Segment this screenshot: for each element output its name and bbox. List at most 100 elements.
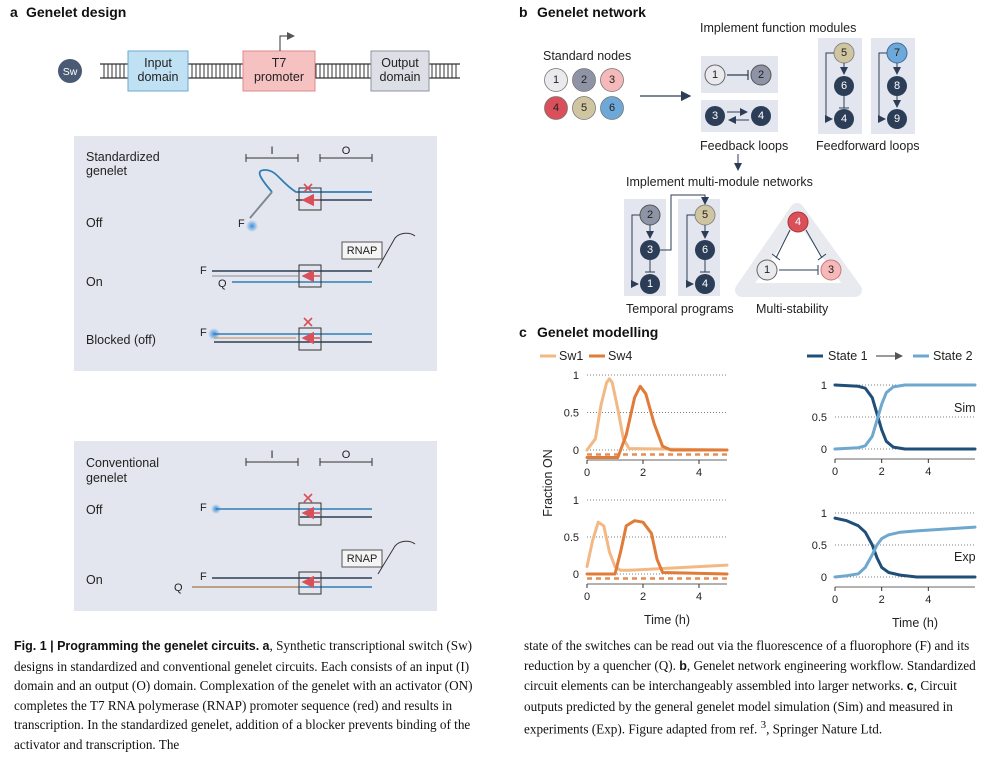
- x-tick-label: 0: [584, 591, 590, 603]
- panel-a-letter: a: [10, 4, 18, 20]
- conv-on-f: F: [200, 571, 207, 583]
- y-tick-label: 0.5: [812, 412, 827, 424]
- c-ylabel: Fraction ON: [541, 449, 555, 516]
- legend-sw1: Sw1: [559, 349, 583, 363]
- conv-transcript-icon: [377, 540, 416, 575]
- std-state-on: On: [86, 275, 103, 289]
- y-tick-label: 0: [573, 569, 579, 581]
- svg-text:6: 6: [702, 244, 708, 256]
- svg-text:3: 3: [828, 264, 834, 276]
- standard-nodes-label: Standard nodes: [543, 49, 631, 63]
- input-domain-label-2: domain: [138, 70, 179, 84]
- panel-c: c Genelet modelling Sw1 Sw4 State 1 Stat…: [519, 324, 977, 630]
- x-tick-label: 0: [832, 594, 838, 606]
- x-axis-label: Time (h): [644, 613, 690, 627]
- standard-node-6: [600, 96, 624, 120]
- standard-node-4: [544, 96, 568, 120]
- svg-text:4: 4: [702, 278, 708, 290]
- caption-right-text-4: , Springer Nature Ltd.: [766, 721, 883, 737]
- feedforward-loops-label: Feedforward loops: [816, 139, 920, 153]
- conv-domain-i: I: [270, 449, 273, 461]
- svg-text:7: 7: [894, 47, 900, 59]
- panel-b-title: Genelet network: [537, 4, 646, 20]
- standard-node-label-5: 5: [581, 102, 587, 114]
- standard-node-3: [600, 68, 624, 92]
- promoter-label-1: T7: [272, 56, 287, 70]
- standardized-label-1: Standardized: [86, 150, 160, 164]
- std-domain-o: O: [342, 145, 351, 157]
- standard-node-2: [572, 68, 596, 92]
- std-on-q: Q: [218, 278, 227, 290]
- standard-node-label-2: 2: [581, 74, 587, 86]
- conv-rnap-label: RNAP: [347, 553, 378, 565]
- conv-off-f: F: [200, 502, 207, 514]
- std-state-off: Off: [86, 216, 103, 230]
- panel-b-letter: b: [519, 4, 528, 20]
- svg-text:6: 6: [841, 80, 847, 92]
- y-tick-label: 0.5: [564, 408, 579, 420]
- x-tick-label: 4: [925, 594, 931, 606]
- y-tick-label: 0.5: [564, 532, 579, 544]
- x-tick-label: 4: [925, 466, 931, 478]
- temporal-programs-label: Temporal programs: [626, 302, 734, 316]
- caption-ref: 3: [760, 719, 767, 732]
- input-domain-box: [127, 50, 189, 92]
- std-state-blocked: Blocked (off): [86, 333, 156, 347]
- caption-right-text-3: , Circuit outputs predicted by the gener…: [524, 678, 957, 737]
- implement-function-label: Implement function modules: [700, 21, 856, 35]
- x-tick-label: 2: [879, 466, 885, 478]
- svg-text:9: 9: [894, 113, 900, 125]
- series-line-sw1: [585, 377, 729, 452]
- standard-node-label-1: 1: [553, 74, 559, 86]
- output-domain-box: [370, 50, 430, 92]
- svg-text:4: 4: [841, 113, 847, 125]
- c-sim-label: Sim: [954, 401, 976, 415]
- y-tick-label: 1: [573, 370, 579, 382]
- svg-text:8: 8: [894, 80, 900, 92]
- svg-text:4: 4: [758, 110, 764, 122]
- svg-text:3: 3: [647, 244, 653, 256]
- tss-arrow-icon: [279, 32, 295, 51]
- svg-text:5: 5: [841, 47, 847, 59]
- svg-text:2: 2: [758, 69, 764, 81]
- conv-off-x-icon: [303, 493, 313, 503]
- std-blocked-f: F: [200, 327, 207, 339]
- conventional-label-1: Conventional: [86, 456, 159, 470]
- svg-text:2: 2: [647, 209, 653, 221]
- x-axis-label: Time (h): [892, 616, 938, 630]
- caption-right: state of the switches can be read out vi…: [524, 636, 994, 739]
- legend-state2: State 2: [933, 349, 973, 363]
- sw-circle: [58, 59, 82, 83]
- std-blocked-x-icon: [303, 317, 313, 327]
- conv-state-on: On: [86, 573, 103, 587]
- y-tick-label: 0: [573, 445, 579, 457]
- caption-right-text-2: , Genelet network engineering workflow. …: [524, 657, 976, 694]
- sw-label: Sw: [63, 66, 78, 78]
- figure-canvas: a Genelet design Sw Input domain T7 prom…: [10, 4, 977, 630]
- caption-left: Fig. 1 | Programming the genelet circuit…: [14, 636, 484, 755]
- std-rnap-box: [341, 241, 383, 260]
- series-line-sw4: [585, 384, 729, 459]
- svg-text:5: 5: [702, 209, 708, 221]
- panel-c-letter: c: [519, 324, 527, 340]
- caption-left-text: , Synthetic transcriptional switch (Sw) …: [14, 638, 473, 752]
- standard-node-label-3: 3: [609, 74, 615, 86]
- svg-text:1: 1: [647, 278, 653, 290]
- series-line-state-1: [833, 383, 977, 451]
- x-tick-label: 0: [832, 466, 838, 478]
- output-domain-label-2: domain: [380, 70, 421, 84]
- std-rnap-label: RNAP: [347, 245, 378, 257]
- x-tick-label: 2: [640, 591, 646, 603]
- multi-stability-label: Multi-stability: [756, 302, 829, 316]
- svg-text:3: 3: [712, 110, 718, 122]
- legend-state1: State 1: [828, 349, 868, 363]
- std-transcript-icon: [377, 232, 416, 269]
- x-tick-label: 4: [696, 467, 702, 479]
- standard-node-label-6: 6: [609, 102, 615, 114]
- conventional-box: [74, 441, 437, 611]
- conv-on-q: Q: [174, 582, 183, 594]
